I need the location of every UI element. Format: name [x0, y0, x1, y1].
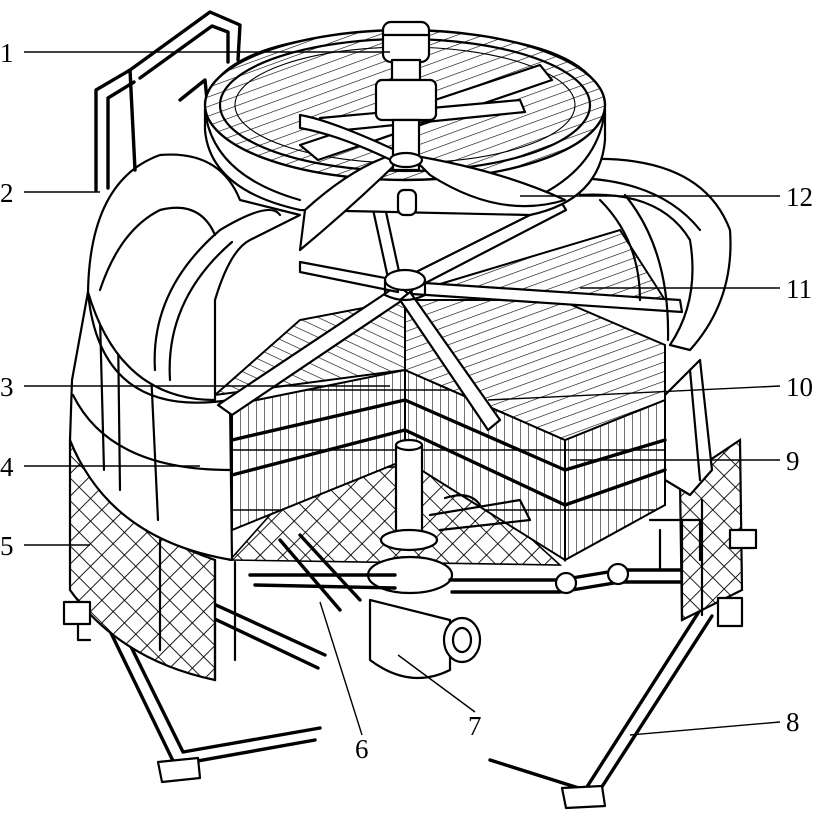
- callout-12: 12: [786, 182, 813, 212]
- inlet-piping: [248, 518, 702, 612]
- callout-11: 11: [786, 274, 812, 304]
- distribution-arms: [216, 146, 684, 432]
- leader-10: [487, 385, 781, 401]
- callout-labels: 1 2 3 4 5 6 7 8 9 10 11 12: [0, 38, 813, 764]
- callout-5: 5: [0, 531, 14, 561]
- upper-casing: [86, 153, 732, 402]
- motor-shaft: [374, 20, 438, 217]
- leader-8: [629, 721, 781, 736]
- callout-6: 6: [355, 734, 369, 764]
- callout-10: 10: [786, 372, 813, 402]
- callout-8: 8: [786, 707, 800, 737]
- leader-7: [397, 654, 476, 713]
- callout-2: 2: [0, 178, 14, 208]
- tower-casing: [68, 290, 714, 562]
- leader-lines: [24, 51, 781, 736]
- callout-1: 1: [0, 38, 14, 68]
- leader-6: [319, 601, 363, 736]
- callout-9: 9: [786, 446, 800, 476]
- callout-3: 3: [0, 372, 14, 402]
- callout-4: 4: [0, 452, 14, 482]
- callout-7: 7: [468, 711, 482, 741]
